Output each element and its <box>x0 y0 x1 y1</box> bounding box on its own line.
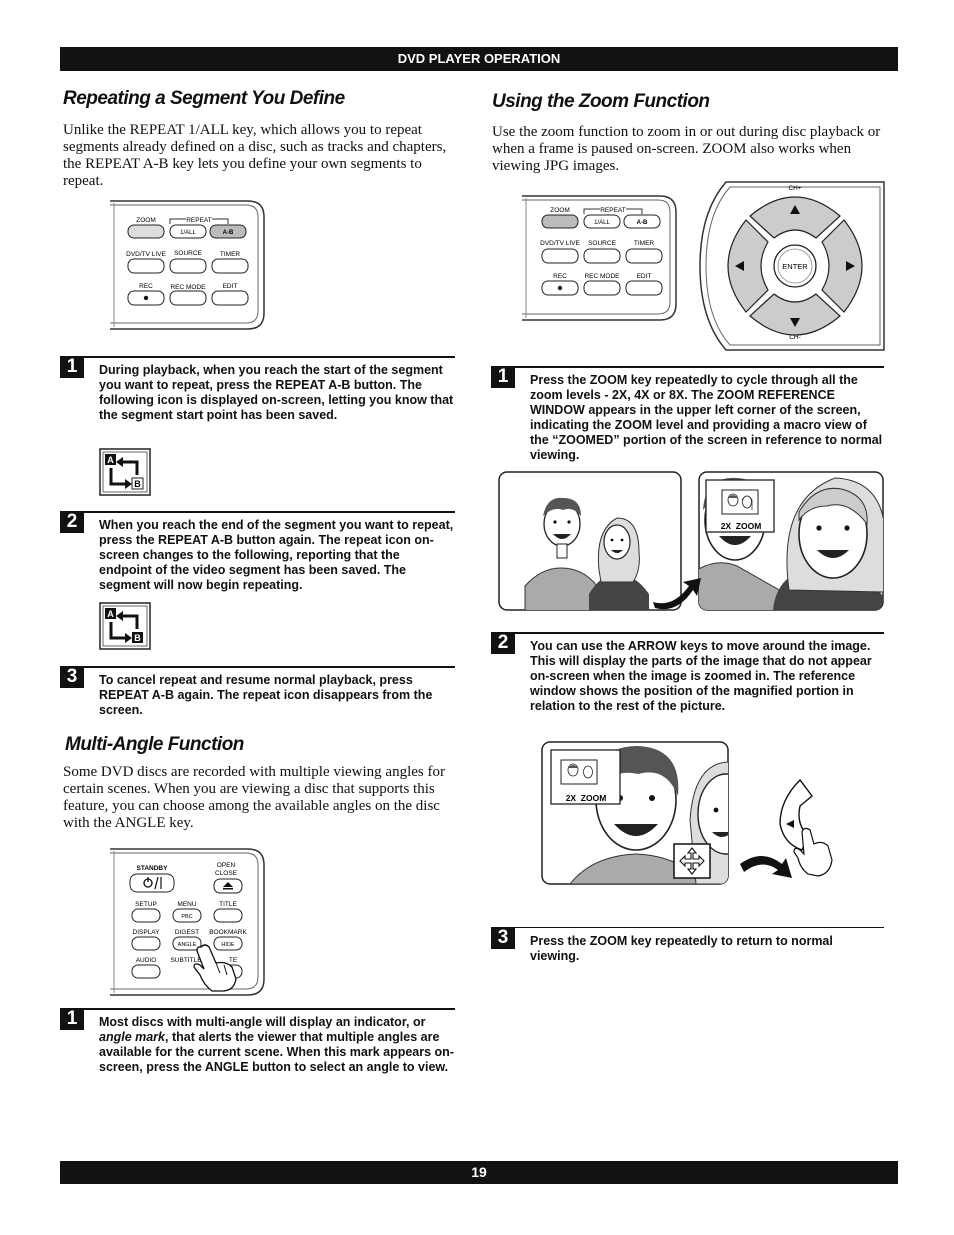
multi-angle-intro: Some DVD discs are recorded with multipl… <box>63 764 445 831</box>
repeat-step-3: 3 To cancel repeat and resume normal pla… <box>60 666 455 721</box>
remote-label-repeat: REPEAT <box>600 207 626 214</box>
step-text: You can use the ARROW keys to move aroun… <box>530 639 872 713</box>
zoom-step-2: 2 You can use the ARROW keys to move aro… <box>491 632 884 722</box>
zoom-pan-illustration: 2X ZOOM <box>540 740 836 888</box>
remote-label-dvd-tv-live: DVD/TV LIVE <box>126 251 166 258</box>
repeat-icon-b: B <box>134 479 141 489</box>
remote-label-rec-mode: REC MODE <box>170 284 206 291</box>
remote-label-bookmark: BOOKMARK <box>209 929 247 936</box>
remote-button-ab: A-B <box>223 230 234 236</box>
remote-repeat-illustration: ZOOM REPEAT 1/ALL A-B DVD/TV LIVE SOURCE… <box>108 197 266 331</box>
remote-label-title: TITLE <box>219 901 237 908</box>
remote-label-menu: MENU <box>177 901 196 908</box>
remote-label-zoom: ZOOM <box>550 207 570 214</box>
remote-label-display: DISPLAY <box>133 929 161 936</box>
zoom-function-heading: Using the Zoom Function <box>492 91 710 112</box>
step-number: 3 <box>60 666 84 688</box>
remote-label-rec: REC <box>553 273 567 280</box>
remote-label-audio: AUDIO <box>136 957 157 964</box>
repeat-icon-a: A <box>107 455 114 465</box>
step-text: When you reach the end of the segment yo… <box>99 518 454 592</box>
zoom-level-label: 2X ZOOM <box>721 521 762 531</box>
repeat-icon-b: B <box>134 633 141 643</box>
remote-label-setup: SETUP <box>135 901 157 908</box>
remote-label-standby: STANDBY <box>137 865 169 872</box>
remote-angle-illustration: STANDBY OPEN CLOSE SETUP MENU TITLE PBC … <box>108 845 266 997</box>
repeat-segment-intro: Unlike the REPEAT 1/ALL key, which allow… <box>63 122 447 189</box>
repeat-step-1: 1 During playback, when you reach the st… <box>60 356 455 446</box>
remote-label-dvd-tv-live: DVD/TV LIVE <box>540 240 580 247</box>
remote-zoom-illustration: ZOOM REPEAT 1/ALL A-B DVD/TV LIVE SOURCE… <box>520 192 678 322</box>
step-number: 2 <box>60 511 84 533</box>
ch-down-label: CH- <box>789 334 801 341</box>
repeat-a-icon: A B <box>99 448 151 496</box>
zoom-function-intro: Use the zoom function to zoom in or out … <box>492 124 881 174</box>
remote-button-1all: 1/ALL <box>180 230 196 236</box>
remote-button-ab: A-B <box>637 220 648 226</box>
remote-label-open: OPEN <box>217 862 236 869</box>
zoom-before-after-illustration: 2X ZOOM <box>497 470 885 614</box>
step-number: 1 <box>60 356 84 378</box>
page-number: 19 <box>471 1164 487 1180</box>
remote-label-timer: TIMER <box>634 240 655 247</box>
remote-label-close: CLOSE <box>215 870 238 877</box>
remote-button-hide: HIDE <box>221 942 234 948</box>
arrow-pad-illustration: CH+ CH- ENTER <box>698 180 888 352</box>
ch-up-label: CH+ <box>788 185 801 192</box>
step-number: 1 <box>60 1008 84 1030</box>
repeat-icon-a: A <box>107 609 114 619</box>
remote-label-digest: DIGEST <box>175 929 199 936</box>
step-text: Press the ZOOM key repeatedly to cycle t… <box>530 373 883 462</box>
step-text: During playback, when you reach the star… <box>99 363 454 422</box>
repeat-step-2: 2 When you reach the end of the segment … <box>60 511 455 601</box>
step-number: 3 <box>491 927 515 949</box>
step-number: 1 <box>491 366 515 388</box>
remote-label-rec: REC <box>139 283 153 290</box>
remote-label-timer: TIMER <box>220 251 241 258</box>
section-title: DVD PLAYER OPERATION <box>397 51 561 66</box>
angle-mark-term: angle mark <box>99 1030 166 1044</box>
page-footer-bar: 19 <box>60 1161 898 1184</box>
step-text: To cancel repeat and resume normal playb… <box>99 673 433 717</box>
remote-label-subtitle: SUBTITLE <box>170 957 202 964</box>
multi-angle-step-1: 1 Most discs with multi-angle will displ… <box>60 1008 455 1093</box>
remote-label-edit: EDIT <box>637 273 652 280</box>
remote-label-rec-mode: REC MODE <box>584 273 620 280</box>
section-header-bar: DVD PLAYER OPERATION <box>60 47 898 71</box>
remote-label-zoom: ZOOM <box>136 217 156 224</box>
remote-label-source: SOURCE <box>588 240 616 247</box>
remote-button-1all: 1/ALL <box>594 220 610 226</box>
step-number: 2 <box>491 632 515 654</box>
remote-label-te: TE <box>229 957 238 964</box>
zoom-step-1: 1 Press the ZOOM key repeatedly to cycle… <box>491 366 884 462</box>
zoom-step-3: 3 Press the ZOOM key repeatedly to retur… <box>491 927 884 972</box>
step-text: Press the ZOOM key repeatedly to return … <box>530 934 833 963</box>
remote-button-angle: ANGLE <box>178 942 197 948</box>
multi-angle-heading: Multi-Angle Function <box>65 734 244 755</box>
remote-button-pbc: PBC <box>181 914 192 920</box>
repeat-ab-icon: A B <box>99 602 151 650</box>
remote-label-edit: EDIT <box>223 283 238 290</box>
zoom-level-label: 2X ZOOM <box>566 793 607 803</box>
repeat-segment-heading: Repeating a Segment You Define <box>63 88 345 109</box>
step-text: Most discs with multi-angle will display… <box>99 1015 454 1074</box>
enter-button-label: ENTER <box>782 262 808 271</box>
remote-label-source: SOURCE <box>174 250 202 257</box>
remote-label-repeat: REPEAT <box>186 217 212 224</box>
